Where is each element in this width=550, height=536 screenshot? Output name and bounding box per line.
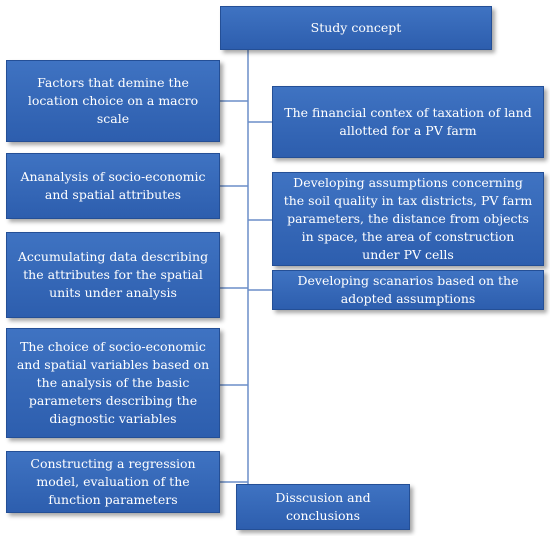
left-box-3: Accumulating data describing the attribu… (6, 232, 220, 318)
conclusions-box: Disscusion and conclusions (236, 484, 410, 530)
left-box-4: The choice of socio-economic and spatial… (6, 328, 220, 438)
left-box-2-label: Ananalysis of socio-economic and spatial… (20, 168, 206, 202)
left-box-1: Factors that demine the location choice … (6, 60, 220, 142)
right-box-1: The financial contex of taxation of land… (272, 86, 544, 158)
left-box-3-label: Accumulating data describing the attribu… (17, 248, 209, 301)
right-box-2-label: Developing assumptions concerning the so… (283, 174, 533, 263)
left-box-5: Constructing a regression model, evaluat… (6, 451, 220, 513)
study-concept-label: Study concept (310, 19, 402, 35)
conclusions-label: Disscusion and conclusions (275, 489, 371, 523)
left-box-4-label: The choice of socio-economic and spatial… (16, 338, 210, 427)
study-concept-box: Study concept (220, 6, 492, 50)
right-box-1-label: The financial contex of taxation of land… (284, 104, 532, 138)
right-box-2: Developing assumptions concerning the so… (272, 172, 544, 266)
left-box-5-label: Constructing a regression model, evaluat… (30, 455, 196, 508)
left-box-2: Ananalysis of socio-economic and spatial… (6, 153, 220, 219)
right-box-3-label: Developing scanarios based on the adopte… (297, 272, 519, 306)
right-box-3: Developing scanarios based on the adopte… (272, 270, 544, 310)
left-box-1-label: Factors that demine the location choice … (27, 74, 199, 127)
